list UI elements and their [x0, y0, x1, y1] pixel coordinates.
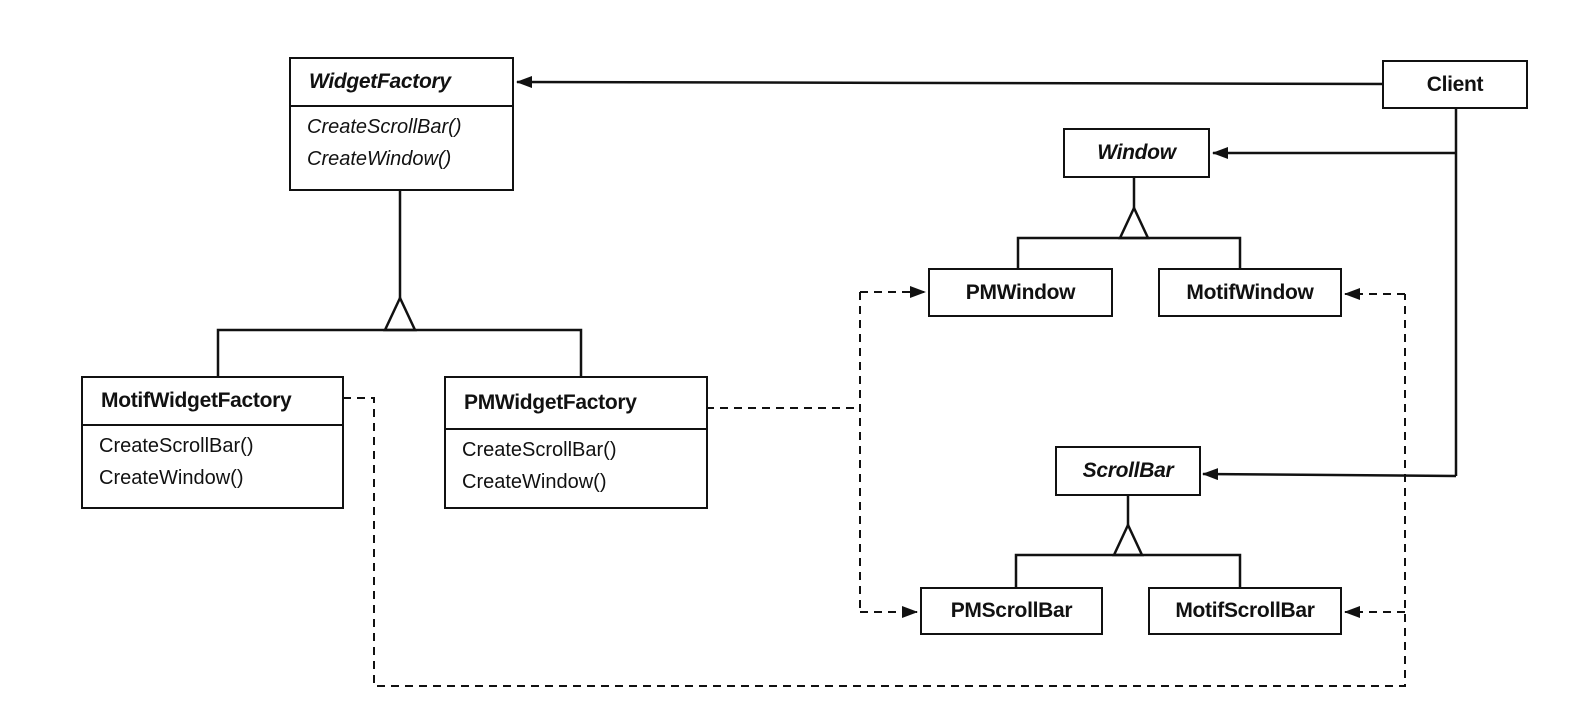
inheritance-widgetfactory — [216, 190, 583, 378]
class-motifscrollbar-name: MotifScrollBar — [1175, 599, 1315, 622]
class-client-name: Client — [1426, 72, 1484, 96]
class-motifwindow[interactable]: MotifWindow — [1158, 268, 1342, 317]
class-scrollbar-name: ScrollBar — [1082, 459, 1174, 482]
association-client-to-scrollbar — [1202, 468, 1457, 481]
class-pmwidgetfactory[interactable]: PMWidgetFactory CreateScrollBar() Create… — [444, 376, 708, 509]
operation-create-scrollbar: CreateScrollBar() — [462, 439, 617, 461]
operation-create-scrollbar: CreateScrollBar() — [307, 116, 462, 138]
class-pmwidgetfactory-name: PMWidgetFactory — [464, 391, 637, 414]
class-widgetfactory-name: WidgetFactory — [309, 70, 451, 93]
class-widgetfactory-operations: CreateScrollBar() CreateWindow() — [291, 105, 512, 175]
class-pmwidgetfactory-operations: CreateScrollBar() CreateWindow() — [446, 428, 706, 498]
class-motifwindow-name: MotifWindow — [1186, 280, 1314, 304]
operation-create-window: CreateWindow() — [462, 471, 607, 493]
class-motifwidgetfactory[interactable]: MotifWidgetFactory CreateScrollBar() Cre… — [81, 376, 344, 509]
class-pmwindow[interactable]: PMWindow — [928, 268, 1113, 317]
association-client-to-widgetfactory — [516, 76, 1393, 89]
class-motifscrollbar[interactable]: MotifScrollBar — [1148, 587, 1342, 635]
class-widgetfactory[interactable]: WidgetFactory CreateScrollBar() CreateWi… — [289, 57, 514, 191]
operation-create-window: CreateWindow() — [307, 148, 452, 170]
class-client[interactable]: Client — [1382, 60, 1528, 109]
operation-create-window: CreateWindow() — [99, 467, 244, 489]
motif-instantiates-links — [343, 288, 1406, 687]
class-pmscrollbar-name: PMScrollBar — [950, 599, 1073, 622]
class-pmwindow-name: PMWindow — [965, 280, 1076, 304]
pm-instantiates-links — [706, 286, 926, 618]
class-pmscrollbar[interactable]: PMScrollBar — [920, 587, 1103, 635]
operation-create-scrollbar: CreateScrollBar() — [99, 435, 254, 457]
class-motifwidgetfactory-name: MotifWidgetFactory — [101, 389, 292, 412]
class-window-name: Window — [1097, 141, 1176, 164]
class-scrollbar[interactable]: ScrollBar — [1055, 446, 1201, 496]
inheritance-window — [1016, 177, 1242, 268]
inheritance-scrollbar — [1014, 495, 1242, 587]
class-motifwidgetfactory-operations: CreateScrollBar() CreateWindow() — [83, 424, 342, 494]
class-window[interactable]: Window — [1063, 128, 1210, 178]
